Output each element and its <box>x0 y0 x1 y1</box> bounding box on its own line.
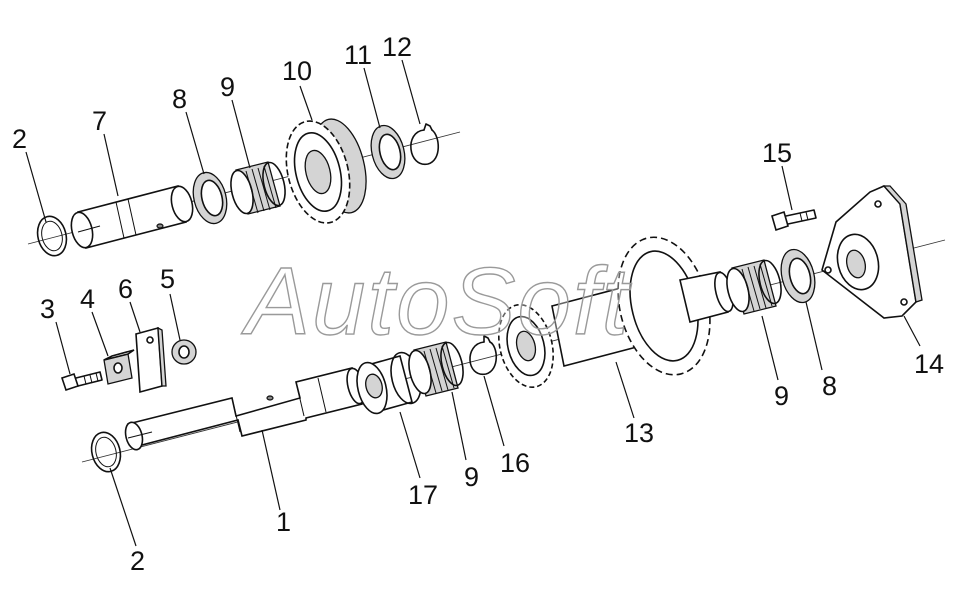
callout-4: 4 <box>80 284 95 314</box>
needle-bearing-9-top <box>230 161 286 215</box>
bolt-3 <box>60 371 103 392</box>
gear-small-13 <box>498 303 554 389</box>
callout-8-top: 8 <box>172 84 187 114</box>
gear-10 <box>285 118 367 224</box>
callout-17: 17 <box>408 480 438 510</box>
needle-bearing-9-right <box>726 259 782 315</box>
callout-12: 12 <box>382 32 412 62</box>
washer-5 <box>171 339 197 365</box>
bearing-race-8-right <box>780 248 816 304</box>
plate-6 <box>135 326 167 394</box>
callout-9-mid: 9 <box>464 462 479 492</box>
countershaft-7 <box>70 185 194 249</box>
cover-14 <box>821 185 923 319</box>
snap-ring-12 <box>410 123 440 165</box>
callout-5: 5 <box>160 264 175 294</box>
needle-bearing-9-mid <box>408 341 464 397</box>
callout-10: 10 <box>282 56 312 86</box>
watermark-text: AutoSoft <box>241 248 632 355</box>
bearing-race-11 <box>370 124 406 180</box>
ball-bearing-17 <box>356 351 422 415</box>
callout-16: 16 <box>500 448 530 478</box>
gear-shaft-13 <box>551 236 734 376</box>
callout-15: 15 <box>762 138 792 168</box>
callout-2-bottom: 2 <box>130 546 145 576</box>
snap-ring-2-top <box>36 215 68 257</box>
callout-9-top: 9 <box>220 72 235 102</box>
callout-6: 6 <box>118 274 133 304</box>
snap-ring-16 <box>469 335 498 375</box>
callout-8-right: 8 <box>822 371 837 401</box>
callout-11: 11 <box>344 40 372 70</box>
leader-lines <box>25 59 921 547</box>
callout-3: 3 <box>40 294 55 324</box>
snap-ring-2-bottom <box>90 431 122 473</box>
bearing-race-8-top <box>192 171 228 225</box>
retainer-block-4 <box>103 349 135 385</box>
callout-1: 1 <box>276 507 291 537</box>
bolt-15 <box>771 209 817 232</box>
callout-9-right: 9 <box>774 381 789 411</box>
callout-2-top: 2 <box>12 124 27 154</box>
callout-13: 13 <box>624 418 654 448</box>
callout-7: 7 <box>92 106 107 136</box>
callout-14: 14 <box>914 349 944 379</box>
